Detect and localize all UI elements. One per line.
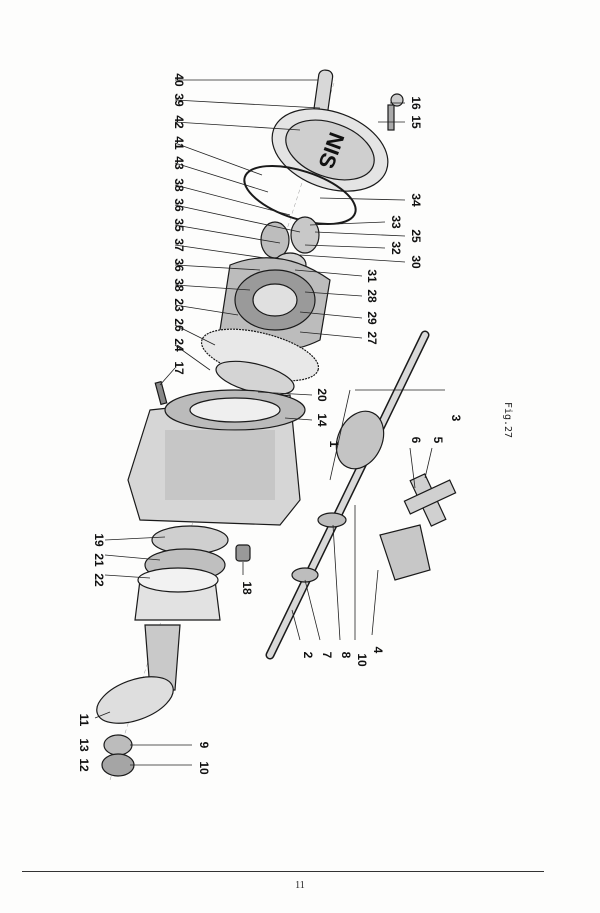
callout-19: 19 xyxy=(92,533,106,547)
callout-14: 14 xyxy=(315,413,329,427)
bearing-set-part xyxy=(134,525,229,621)
callout-28: 28 xyxy=(365,289,379,303)
footer-rule xyxy=(22,871,544,872)
callout-24: 24 xyxy=(172,338,186,352)
callout-11: 11 xyxy=(77,714,91,727)
toothed-disc-part xyxy=(200,328,320,396)
gasket-ring-part xyxy=(243,164,357,226)
callout-29: 29 xyxy=(365,311,379,325)
callout-5: 5 xyxy=(431,437,445,444)
hub-housing-part xyxy=(127,389,306,526)
callout-18: 18 xyxy=(240,581,254,595)
callout-34: 34 xyxy=(409,193,423,207)
nut-part xyxy=(390,93,404,107)
callout-36b: 36 xyxy=(172,258,186,272)
callouts-left-middle: 19 21 22 18 xyxy=(92,533,254,595)
callout-32: 32 xyxy=(389,241,403,255)
callout-4: 4 xyxy=(371,647,385,654)
callout-26: 26 xyxy=(172,318,186,332)
callout-23: 23 xyxy=(172,298,186,312)
ring-gear-part xyxy=(219,257,331,351)
callout-38b: 38 xyxy=(172,278,186,292)
universal-joint-cross-part xyxy=(403,473,457,527)
callout-17: 17 xyxy=(172,361,186,375)
spindle-part xyxy=(96,624,181,724)
nut-washer-set-part xyxy=(101,734,135,777)
callout-41: 41 xyxy=(172,136,186,150)
callout-20: 20 xyxy=(315,388,329,402)
callout-6: 6 xyxy=(409,437,423,444)
callout-10b: 10 xyxy=(197,761,211,775)
callout-2: 2 xyxy=(301,652,315,659)
callout-25: 25 xyxy=(409,229,423,243)
callout-15: 15 xyxy=(409,115,423,129)
callout-36a: 36 xyxy=(172,198,186,212)
callout-16: 16 xyxy=(409,96,423,110)
callout-40: 40 xyxy=(172,73,186,87)
callout-30: 30 xyxy=(409,255,423,269)
callout-9: 9 xyxy=(197,742,211,749)
callout-8: 8 xyxy=(339,652,353,659)
pin-part xyxy=(154,380,168,406)
callout-42: 42 xyxy=(172,115,186,129)
bolt-part xyxy=(387,104,395,131)
callout-22: 22 xyxy=(92,573,106,587)
leader-lines xyxy=(94,79,445,766)
callout-38a: 38 xyxy=(172,178,186,192)
callouts-top-row: 40 39 42 41 43 38 36 35 37 36 38 23 26 2… xyxy=(172,73,186,375)
page-number: 11 xyxy=(295,880,305,891)
callout-33: 33 xyxy=(389,215,403,229)
axle-shaft-part xyxy=(265,330,430,660)
callout-1: 1 xyxy=(327,441,341,448)
callout-43: 43 xyxy=(172,156,186,170)
callouts-right-upper: 16 15 34 33 25 32 30 31 28 29 27 20 14 1 xyxy=(315,96,423,447)
callouts-left-bottom: 11 13 12 9 10 xyxy=(77,714,211,775)
callout-31: 31 xyxy=(365,269,379,283)
yoke-part xyxy=(379,524,431,581)
callout-3: 3 xyxy=(449,415,463,422)
planetary-cover-part: NIS xyxy=(271,108,389,192)
callout-37: 37 xyxy=(172,238,186,252)
callout-13: 13 xyxy=(77,738,91,752)
callout-35: 35 xyxy=(172,218,186,232)
plug-part xyxy=(235,544,251,562)
callouts-right-lower: 3 5 6 xyxy=(409,415,463,444)
callout-39: 39 xyxy=(172,93,186,107)
callout-21: 21 xyxy=(92,553,106,567)
callout-27: 27 xyxy=(365,331,379,345)
callouts-bottom-row: 2 7 8 10 4 xyxy=(301,647,385,667)
callout-12: 12 xyxy=(77,758,91,772)
callout-10a: 10 xyxy=(355,653,369,667)
figure-caption: Fig.27 xyxy=(502,402,513,438)
callout-7: 7 xyxy=(320,652,334,659)
